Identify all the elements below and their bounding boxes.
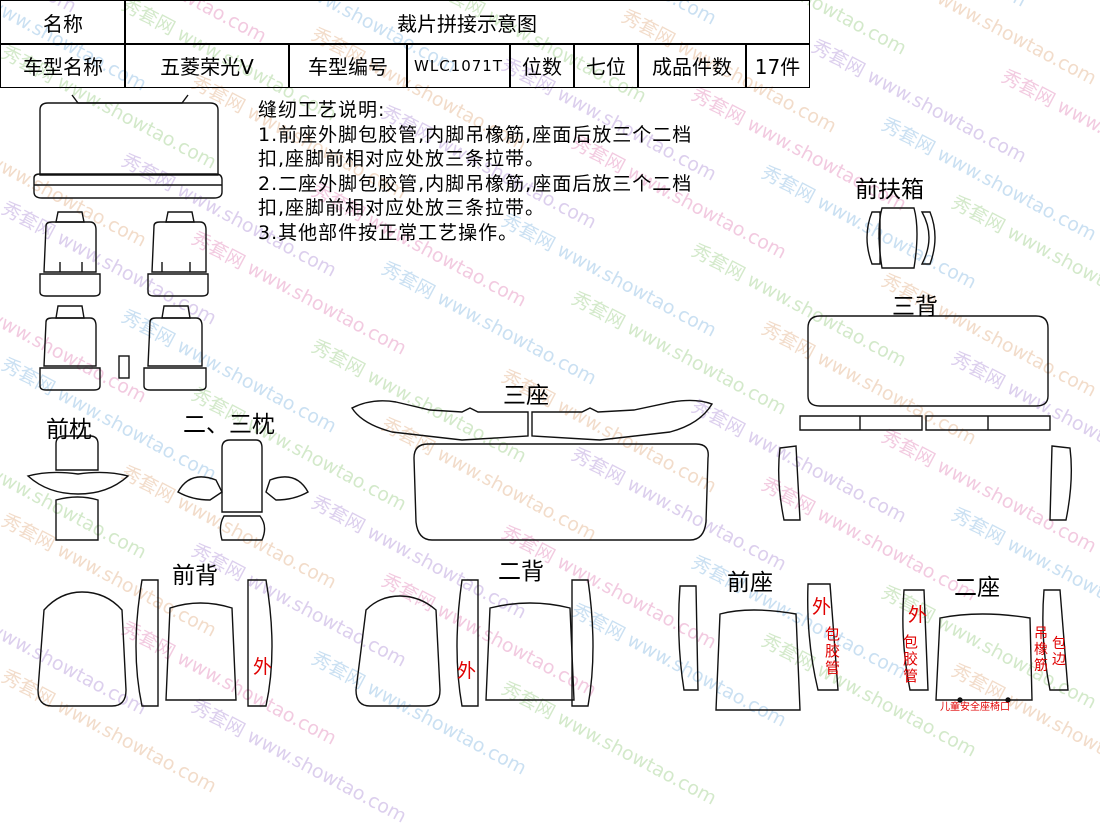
model-name-value: 五菱荣光V xyxy=(124,43,290,88)
front-seat-outer-mark: 外 xyxy=(812,596,832,618)
second-back-outer-mark: 外 xyxy=(457,660,477,682)
seats-label: 位数 xyxy=(509,43,575,88)
front-armrest-box-label: 前扶箱 xyxy=(855,177,924,203)
front-seat-overview-2 xyxy=(147,211,209,297)
front-seat-glue-tube-note: 包胶管 xyxy=(825,625,841,677)
front-back-outer-mark: 外 xyxy=(253,656,273,678)
seats-value: 七位 xyxy=(573,43,639,88)
third-back-label: 三背 xyxy=(892,294,938,320)
second-seat-label: 二座 xyxy=(954,575,1000,601)
front-seat-label: 前座 xyxy=(727,570,773,596)
notes-line-1b: 扣,座脚前相对应处放三条拉带。 xyxy=(258,148,546,170)
sheet-title: 裁片拼接示意图 xyxy=(124,0,810,45)
front-pillow-label: 前枕 xyxy=(46,417,92,443)
front-seat-overview-1 xyxy=(39,211,101,297)
cutting-pattern-sheet: 名称 裁片拼接示意图 车型名称 五菱荣光V 车型编号 WLC1071T 位数 七… xyxy=(0,0,1073,713)
second-third-pillow-pieces xyxy=(177,439,309,541)
name-label-cell: 名称 xyxy=(0,0,126,45)
third-back-pieces xyxy=(777,315,1073,521)
notes-title: 缝纫工艺说明: xyxy=(258,99,386,121)
bench-seat-overview xyxy=(33,94,223,199)
model-name-label: 车型名称 xyxy=(0,43,126,88)
third-seat-pieces xyxy=(350,399,714,541)
second-seat-rubber-hang-note: 吊橡筋 xyxy=(1034,626,1048,674)
pattern-drawing xyxy=(26,94,1073,711)
second-seat-edge-wrap-note: 包边 xyxy=(1052,636,1066,668)
front-armrest-box-pieces xyxy=(866,207,936,269)
pieces-value: 17件 xyxy=(745,43,810,88)
second-seat-overview-2 xyxy=(118,305,207,391)
front-back-pieces xyxy=(37,579,273,707)
notes-line-1: 1.前座外脚包胶管,内脚吊橡筋,座面后放三个二档 xyxy=(258,123,693,146)
model-code-label: 车型编号 xyxy=(288,43,408,88)
front-pillow-pieces xyxy=(26,435,130,541)
notes-line-3: 3.其他部件按正常工艺操作。 xyxy=(258,221,519,244)
notes-line-2b: 扣,座脚前相对应处放三条拉带。 xyxy=(258,197,546,219)
second-back-label: 二背 xyxy=(498,559,544,585)
second-seat-outer-mark: 外 xyxy=(908,604,928,626)
child-seat-opening-note: 儿童安全座椅口 xyxy=(940,702,1010,713)
pieces-label: 成品件数 xyxy=(637,43,747,88)
front-back-label: 前背 xyxy=(172,563,218,589)
front-seat-pieces xyxy=(677,583,839,711)
second-seat-pieces xyxy=(902,589,1069,703)
third-seat-label: 三座 xyxy=(503,383,549,409)
sewing-notes: 缝纫工艺说明: 1.前座外脚包胶管,内脚吊橡筋,座面后放三个二档 扣,座脚前相对… xyxy=(258,98,692,245)
model-code-value: WLC1071T xyxy=(406,43,511,88)
notes-line-2: 2.二座外脚包胶管,内脚吊橡筋,座面后放三个二档 xyxy=(258,172,693,195)
second-seat-glue-tube-note: 包胶管 xyxy=(903,633,919,685)
second-seat-overview-1 xyxy=(39,305,101,391)
second-third-pillow-label: 二、三枕 xyxy=(183,412,275,438)
second-back-pieces xyxy=(355,579,594,707)
